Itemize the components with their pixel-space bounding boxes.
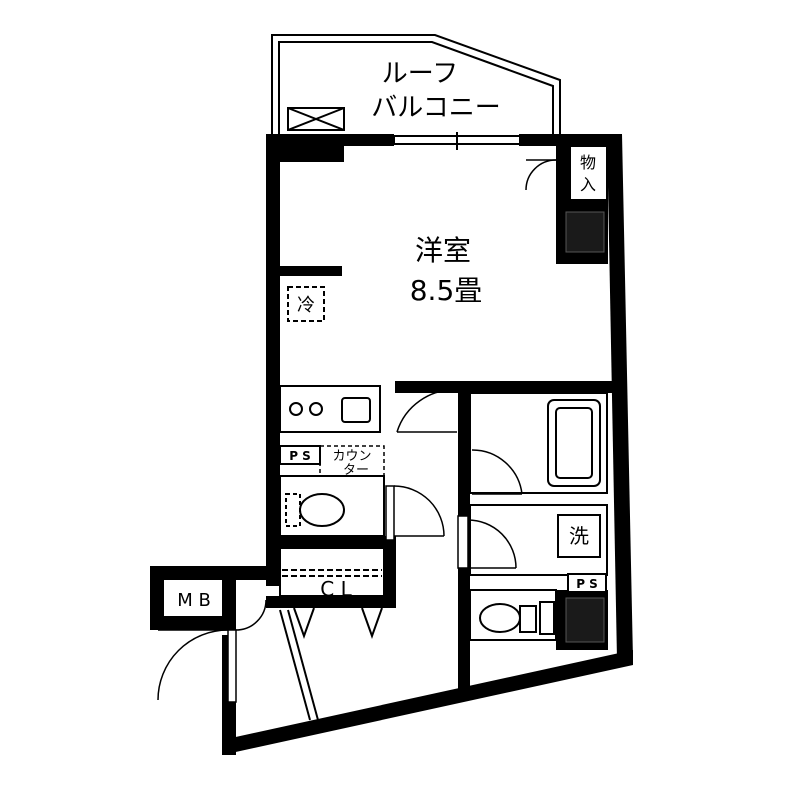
washer-label: 洗: [569, 524, 589, 548]
bathroom-door: [471, 449, 523, 495]
storage-closet: [525, 145, 608, 253]
outer-walls: [150, 134, 633, 755]
bathroom: [469, 392, 608, 494]
top-window: [393, 132, 521, 150]
ps-label-right: P S: [576, 577, 598, 591]
main-room-label: 洋室: [415, 234, 471, 267]
ps-box-right: [565, 573, 607, 643]
kitchen-counter: [279, 385, 381, 433]
ps-label-left: P S: [289, 449, 311, 463]
toilet-door: [385, 485, 445, 541]
roof-balcony: [271, 34, 561, 140]
toilet-area: [279, 475, 385, 537]
second-toilet: [469, 589, 557, 641]
entrance-step: [279, 609, 319, 721]
main-room-size: 8.5畳: [410, 274, 483, 307]
storage-label-line2: 入: [580, 175, 596, 194]
room-door: [396, 389, 458, 433]
washroom: [469, 504, 608, 576]
closet: [279, 547, 385, 639]
closet-label: C L: [320, 577, 352, 601]
aircon-outline: [287, 286, 325, 322]
aircon-label: 冷: [297, 295, 315, 316]
storage-label-line1: 物: [580, 153, 596, 172]
roof-balcony-label-line1: ルーフ: [382, 59, 458, 89]
counter-label-line1: カウン: [332, 449, 371, 464]
outdoor-unit-icon: [287, 107, 345, 131]
washroom-door: [457, 515, 517, 569]
roof-balcony-label-line2: バルコニー: [371, 93, 500, 123]
meter-box-label: M B: [177, 590, 211, 611]
counter-label-line2: ター: [343, 463, 369, 478]
front-door: [157, 599, 267, 703]
meter-box: [164, 580, 222, 616]
